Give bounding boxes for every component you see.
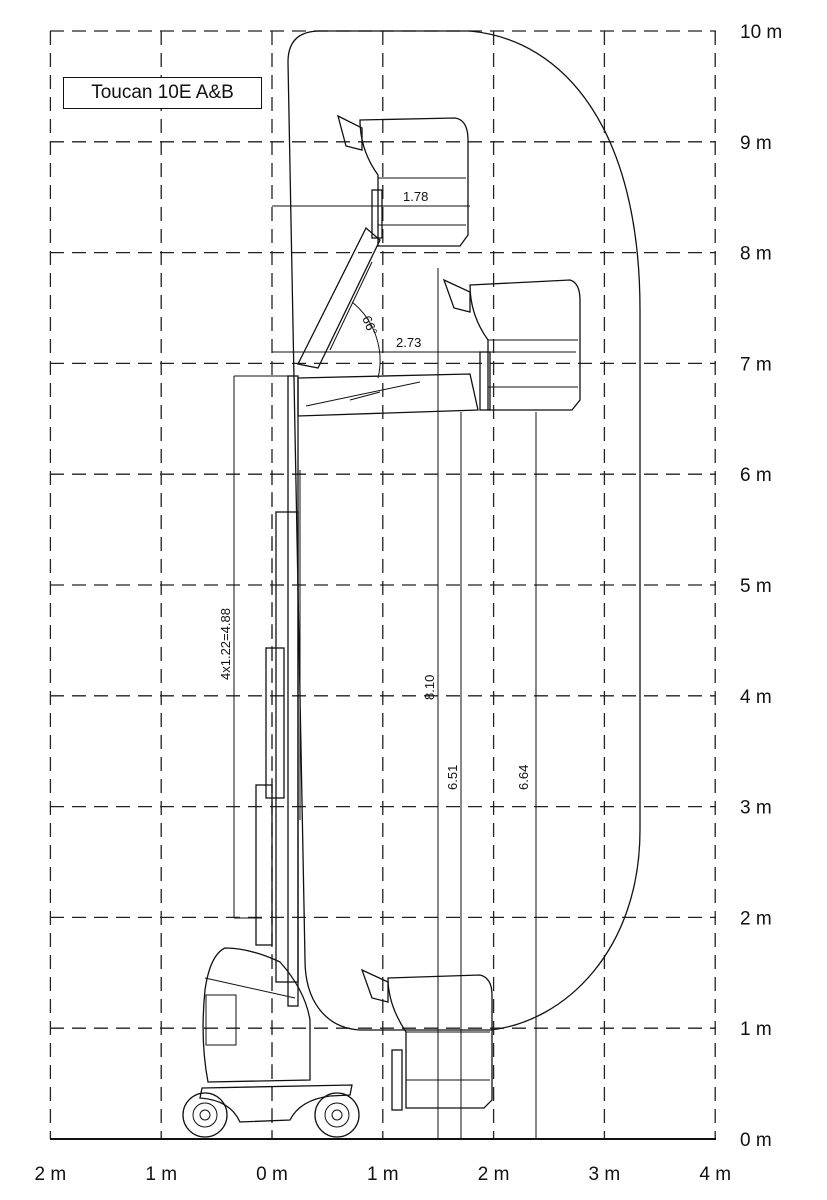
dim-outreach-jib-level: 2.73	[396, 335, 421, 350]
platform-lowered	[360, 968, 493, 1111]
x-axis-labels: 2 m 1 m 0 m 1 m 2 m 3 m 4 m	[35, 1164, 731, 1185]
y-axis-label: 3 m	[740, 798, 772, 819]
y-axis-label: 4 m	[740, 687, 772, 708]
y-axis-label: 7 m	[740, 354, 772, 375]
dim-outreach-jib-raised: 1.78	[403, 189, 428, 204]
dim-jib-angle: 66°	[359, 314, 380, 338]
x-axis-label: 4 m	[699, 1164, 731, 1185]
dim-height-b: 6.64	[516, 765, 531, 790]
chassis	[182, 947, 360, 1138]
y-axis-label: 9 m	[740, 133, 772, 154]
x-axis-label: 1 m	[367, 1164, 399, 1185]
lower-boom	[297, 373, 479, 417]
platform-extended	[442, 278, 581, 411]
y-axis-label: 2 m	[740, 908, 772, 929]
dimension-lines	[233, 205, 576, 1139]
y-axis-label: 8 m	[740, 244, 772, 265]
model-title: Toucan 10E A&B	[63, 77, 262, 109]
x-axis-label: 1 m	[145, 1164, 177, 1185]
x-axis-label: 2 m	[35, 1164, 67, 1185]
dim-max-height: 8.10	[422, 675, 437, 700]
y-axis-labels: 10 m 9 m 8 m 7 m 6 m 5 m 4 m 3 m 2 m 1 m 0 m	[740, 22, 782, 1151]
y-axis-label: 1 m	[740, 1019, 772, 1040]
y-axis-label: 5 m	[740, 576, 772, 597]
dim-height-a: 6.51	[445, 765, 460, 790]
y-axis-label: 0 m	[740, 1130, 772, 1151]
platform-raised	[337, 114, 469, 247]
grid	[49, 30, 716, 1140]
jib-raised	[297, 226, 381, 369]
y-axis-label: 6 m	[740, 465, 772, 486]
dim-mast-sections: 4x1.22=4.88	[218, 608, 233, 680]
y-axis-label: 10 m	[740, 22, 782, 43]
mast	[255, 375, 301, 1139]
x-axis-label: 2 m	[478, 1164, 510, 1185]
x-axis-label: 3 m	[589, 1164, 621, 1185]
working-envelope	[287, 30, 641, 1031]
x-axis-label: 0 m	[256, 1164, 288, 1185]
